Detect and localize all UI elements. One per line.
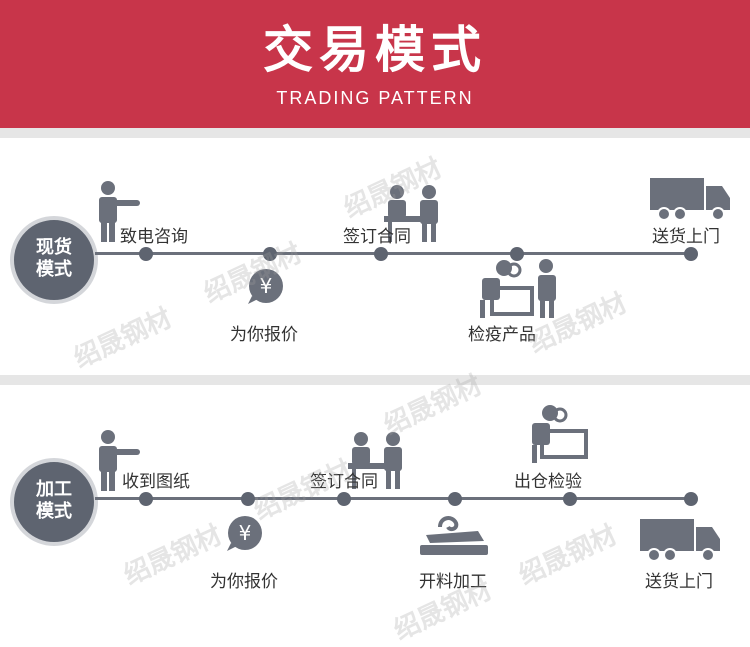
drawing-received-person-icon [99,430,140,491]
process-mode-section: 加工 模式 收到图纸 ¥ 为你报价 签订合同 开料加工 [0,370,750,646]
divider-middle [0,375,750,385]
process-step-2: 为你报价 [210,572,278,592]
inspection-icon [480,259,556,318]
process-step-6: 送货上门 [645,572,713,592]
delivery-truck-icon [640,519,720,562]
consult-person-icon [99,181,140,242]
process-mode-badge: 加工 模式 [10,458,98,546]
page-subtitle: TRADING PATTERN [276,88,474,108]
process-step-5: 出仓检验 [514,472,582,492]
header-banner: 交易模式 TRADING PATTERN [0,0,750,128]
process-timeline [95,497,695,500]
watermark: 绍晟钢材 [69,303,177,375]
watermark: 绍晟钢材 [514,520,622,592]
delivery-truck-icon [650,178,730,221]
yen-price-icon: ¥ [227,516,262,551]
process-dot-6 [684,492,698,506]
contract-signing-icon [384,185,438,242]
spot-mode-section: 现货 模式 致电咨询 ¥ 为你报价 签订合同 [0,138,750,375]
spot-step-5: 送货上门 [652,227,720,247]
svg-text:¥: ¥ [260,274,273,298]
spot-dot-1 [139,247,153,261]
spot-dot-4 [510,247,524,261]
contract-signing-icon [348,432,402,489]
process-step-1: 收到图纸 [122,472,190,492]
process-dot-5 [563,492,577,506]
spot-dot-2 [263,247,277,261]
page-title: 交易模式 [263,21,487,79]
process-step-3: 签订合同 [310,472,378,492]
process-dot-1 [139,492,153,506]
spot-dot-3 [374,247,388,261]
yen-price-icon: ¥ [248,269,283,304]
divider-top [0,128,750,138]
machining-icon [420,516,488,555]
process-dot-4 [448,492,462,506]
warehouse-inspection-icon [532,405,588,463]
process-step-4: 开料加工 [419,572,487,592]
process-dot-3 [337,492,351,506]
process-dot-2 [241,492,255,506]
spot-step-2: 为你报价 [230,325,298,345]
spot-mode-badge: 现货 模式 [10,216,98,304]
svg-text:¥: ¥ [239,521,252,545]
spot-step-3: 签订合同 [343,227,411,247]
spot-step-4: 检疫产品 [468,325,536,345]
spot-step-1: 致电咨询 [120,227,188,247]
spot-dot-5 [684,247,698,261]
spot-timeline [95,252,695,255]
